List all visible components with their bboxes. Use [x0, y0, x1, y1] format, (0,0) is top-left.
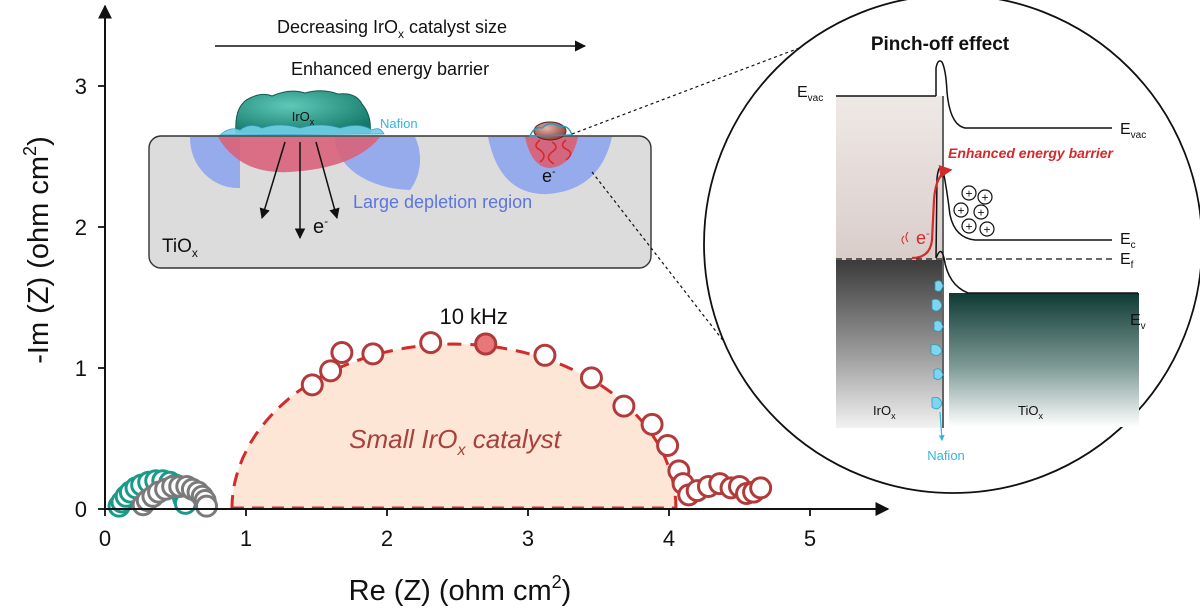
band-electron-label: e-	[916, 228, 930, 248]
y-tick-label: 2	[75, 215, 87, 240]
highlight-label-10khz: 10 kHz	[439, 304, 507, 329]
ev-label: Ev	[1130, 312, 1146, 332]
hole-marker	[953, 202, 969, 218]
x-axis-label: Re (Z) (ohm cm2)	[349, 572, 572, 607]
barrier-arrow	[911, 164, 953, 260]
data-point-series-1	[195, 494, 219, 518]
nafion-label-top: Nafion	[380, 116, 418, 131]
electron-label-large: e-	[313, 214, 328, 238]
electron-arrow-3	[315, 141, 340, 220]
evac-right-label: Evac	[1120, 121, 1146, 141]
band-title: Pinch-off effect	[871, 34, 1010, 55]
region-label: Small IrOx catalyst	[349, 424, 562, 459]
hole-sign: +	[965, 220, 972, 234]
data-point-series-2	[319, 359, 343, 383]
data-point-series-2	[656, 434, 680, 458]
tiox-block	[949, 293, 1139, 427]
ticks-layer: 0 1 2 3 4 5 0 1 2 3	[75, 74, 816, 551]
data-point-series-2	[419, 331, 443, 355]
y-tick-label: 1	[75, 356, 87, 381]
fit-region-fill	[231, 344, 676, 509]
inset-catalyst-schematic: Decreasing IrOx catalyst size Enhanced e…	[148, 17, 869, 389]
small-irox-particle	[533, 121, 567, 141]
barrier-caption: Enhanced energy barrier	[291, 59, 489, 79]
inset-band-diagram: Pinch-off effect Evac Evac Ec Ef Ev Enha…	[703, 0, 1200, 494]
data-point-series-2	[612, 394, 636, 418]
hole-marker	[977, 189, 993, 205]
data-point-series-2	[749, 476, 773, 500]
tiox-band-label: TiOx	[1018, 403, 1043, 421]
irox-upper-block	[836, 96, 942, 260]
evac-left-label: Evac	[797, 84, 823, 104]
data-point-series-2	[640, 412, 664, 436]
x-tick-label: 1	[240, 526, 252, 551]
data-point-series-2	[330, 340, 354, 364]
hole-sign: +	[983, 223, 990, 237]
fit-arc	[230, 342, 678, 510]
substrate-label: TiOx	[162, 236, 198, 260]
nafion-pointer	[938, 411, 945, 442]
y-axis-label: -Im (Z) (ohm cm2)	[20, 136, 55, 364]
data-point-series-2	[300, 373, 324, 397]
hole-marker	[961, 218, 977, 234]
x-tick-label: 4	[663, 526, 675, 551]
x-tick-label: 3	[522, 526, 534, 551]
hole-sign: +	[965, 187, 972, 201]
nafion-coating-large	[218, 124, 385, 136]
nafion-band-label: Nafion	[927, 448, 965, 463]
zoom-line-upper	[571, 21, 869, 135]
hole-marker	[961, 185, 977, 201]
y-tick-label: 0	[75, 497, 87, 522]
hole-marker	[979, 221, 995, 237]
electron-squiggle-small	[535, 139, 572, 165]
electron-label-small: e-	[542, 166, 556, 186]
particle-label: IrOx	[292, 109, 315, 127]
depletion-region-large-center	[218, 137, 380, 173]
x-tick-label: 2	[381, 526, 393, 551]
band-barrier-label: Enhanced energy barrier	[948, 145, 1115, 161]
electron-motion-marks	[901, 231, 909, 245]
arrow-label: Decreasing IrOx catalyst size	[277, 17, 507, 41]
irox-lower-block	[836, 260, 942, 428]
data-point-series-2	[361, 342, 385, 366]
hole-sign: +	[957, 204, 964, 218]
axes-layer	[98, 4, 890, 516]
depletion-label: Large depletion region	[353, 192, 532, 212]
evac-curve	[935, 60, 1112, 129]
nyquist-plot: 0 1 2 3 4 5 0 1 2 3 Re (Z) (ohm cm2) -Im (Z) (ohm…	[20, 4, 890, 607]
x-tick-label: 5	[804, 526, 816, 551]
large-irox-particle	[235, 90, 371, 134]
electron-arrow-1	[259, 141, 286, 220]
ef-label: Ef	[1120, 251, 1134, 271]
nafion-coating-small	[528, 123, 573, 137]
nafion-blobs	[930, 280, 944, 410]
irox-band-label: IrOx	[873, 403, 896, 421]
hole-marker	[973, 204, 989, 220]
data-point-series-2	[533, 343, 557, 367]
data-point-series-2	[579, 366, 603, 390]
ec-label: Ec	[1120, 231, 1136, 251]
holes-group: ++++++	[953, 185, 995, 237]
highlight-point-10khz	[474, 332, 498, 356]
ev-curve	[935, 250, 1138, 294]
series-layer	[107, 331, 773, 518]
x-tick-label: 0	[99, 526, 111, 551]
hole-sign: +	[977, 206, 984, 220]
hole-sign: +	[981, 191, 988, 205]
y-tick-label: 3	[75, 74, 87, 99]
